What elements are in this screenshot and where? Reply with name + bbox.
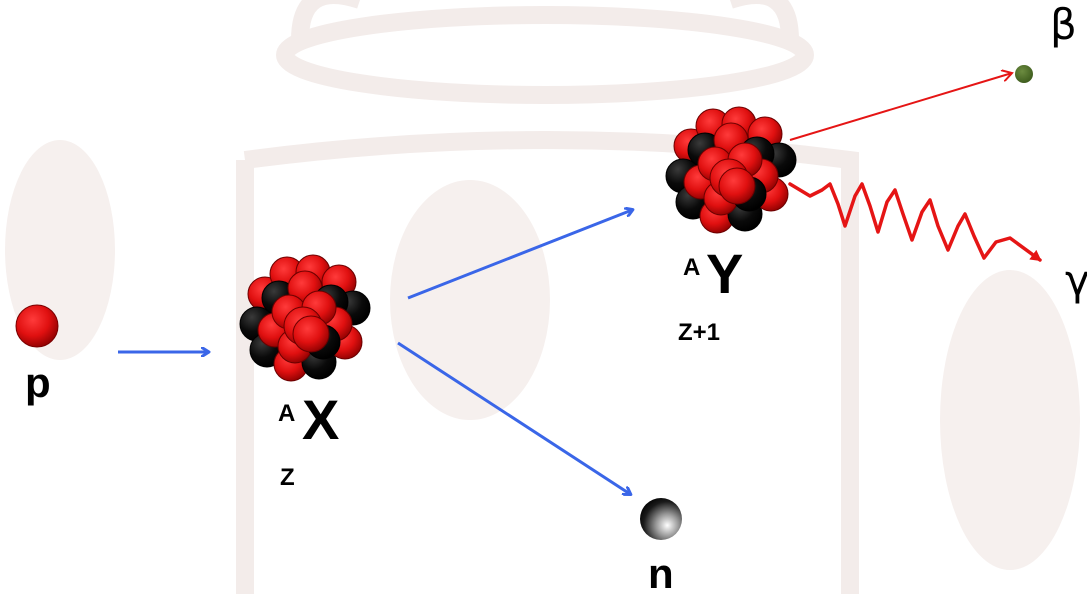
product-nucleus	[665, 106, 797, 234]
proton	[15, 304, 59, 348]
background-foliage	[5, 140, 1080, 570]
product-atomic-number: Z+1	[678, 319, 721, 346]
target-atomic-number: Z	[280, 464, 295, 491]
nucleon-proton	[718, 167, 756, 205]
beta-particle	[1015, 65, 1033, 83]
arrow-to-neutron	[397, 341, 630, 494]
gamma-emission-wave	[788, 182, 1042, 262]
beta-emission-arrow	[789, 73, 1012, 141]
target-mass-number: A	[278, 400, 296, 427]
proton-label: p	[25, 359, 51, 406]
arrow-to-product-nucleus	[407, 210, 632, 300]
gamma-label: γ	[1065, 256, 1087, 305]
neutron-label: n	[648, 550, 674, 597]
product-symbol: Y	[706, 242, 744, 305]
product-mass-number: A	[683, 254, 701, 281]
beta-label: β	[1050, 0, 1077, 49]
neutron	[640, 498, 682, 540]
target-symbol: X	[302, 388, 340, 451]
nucleon-proton	[292, 315, 330, 353]
target-nucleus	[239, 254, 371, 382]
